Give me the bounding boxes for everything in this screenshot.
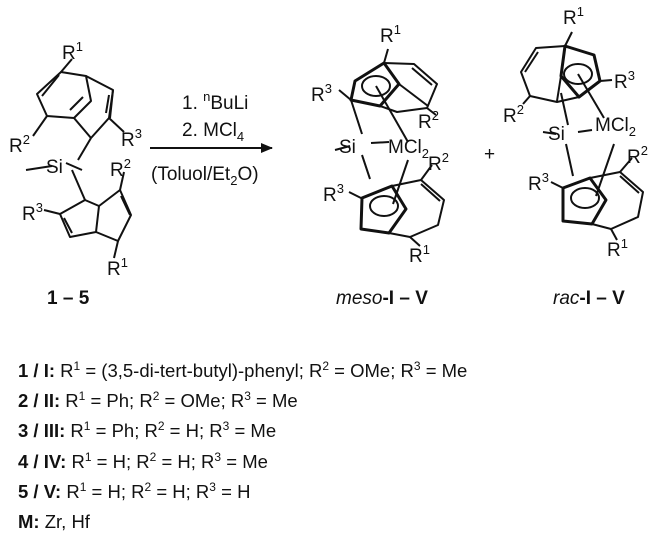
svg-text:Si: Si bbox=[339, 137, 356, 158]
legend-row-3: 3 / III: R1 = Ph; R2 = H; R3 = Me bbox=[18, 419, 277, 442]
meso-complex bbox=[334, 48, 445, 247]
rac-complex bbox=[520, 31, 644, 241]
substituent-legend: 1 / I: R1 = (3,5-di-tert-butyl)-phenyl; … bbox=[18, 356, 467, 537]
solvent-label: (Toluol/Et2O) bbox=[151, 164, 259, 188]
legend-row-5: 5 / V: R1 = H; R2 = H; R3 = H bbox=[18, 479, 251, 502]
svg-text:R3: R3 bbox=[528, 170, 549, 195]
svg-text:Si: Si bbox=[548, 124, 565, 145]
legend-row-2: 2 / II: R1 = Ph; R2 = OMe; R3 = Me bbox=[18, 389, 298, 412]
svg-text:R3: R3 bbox=[22, 200, 43, 225]
svg-text:R2: R2 bbox=[627, 143, 648, 168]
svg-text:R1: R1 bbox=[409, 242, 430, 267]
starting-ligand bbox=[25, 58, 132, 259]
reagent-step-1: 1. nBuLi bbox=[182, 89, 248, 114]
starting-material-label: 1 – 5 bbox=[47, 288, 90, 309]
starting-ligand-labels: R1 R2 R3 Si R3 R2 R1 bbox=[9, 39, 142, 280]
svg-text:Si: Si bbox=[46, 157, 63, 178]
legend-row-4: 4 / IV: R1 = H; R2 = H; R3 = Me bbox=[18, 449, 268, 472]
meso-product-label: meso-I – V bbox=[336, 288, 428, 309]
meso-labels: R1 R3 R2 Si MCl2 R3 R2 R1 bbox=[311, 22, 449, 267]
svg-text:R2: R2 bbox=[503, 102, 524, 127]
rac-product-label: rac-I – V bbox=[553, 288, 625, 309]
legend-metals: M: Zr, Hf bbox=[18, 511, 90, 533]
rac-labels: R1 R3 R2 Si MCl2 R3 R2 R1 bbox=[503, 4, 648, 261]
svg-text:R1: R1 bbox=[607, 236, 628, 261]
svg-text:R2: R2 bbox=[428, 150, 449, 175]
svg-text:MCl2: MCl2 bbox=[595, 115, 636, 139]
reaction-scheme: R1 R2 R3 Si R3 R2 R1 1 – 5 1. nBuLi 2. M… bbox=[9, 4, 648, 309]
svg-text:MCl2: MCl2 bbox=[388, 137, 429, 161]
svg-text:R3: R3 bbox=[311, 81, 332, 106]
svg-text:R2: R2 bbox=[418, 108, 439, 133]
svg-text:R2: R2 bbox=[110, 156, 131, 181]
reagent-step-2: 2. MCl4 bbox=[182, 120, 244, 144]
svg-text:R1: R1 bbox=[563, 4, 584, 29]
svg-text:R2: R2 bbox=[9, 132, 30, 157]
legend-row-1: 1 / I: R1 = (3,5-di-tert-butyl)-phenyl; … bbox=[18, 359, 468, 381]
svg-text:R3: R3 bbox=[323, 181, 344, 206]
svg-text:R1: R1 bbox=[107, 255, 128, 280]
svg-text:R1: R1 bbox=[62, 39, 83, 64]
svg-text:R1: R1 bbox=[380, 22, 401, 47]
plus-sign: + bbox=[484, 144, 495, 165]
svg-text:R3: R3 bbox=[121, 126, 142, 151]
svg-text:R3: R3 bbox=[614, 68, 635, 93]
